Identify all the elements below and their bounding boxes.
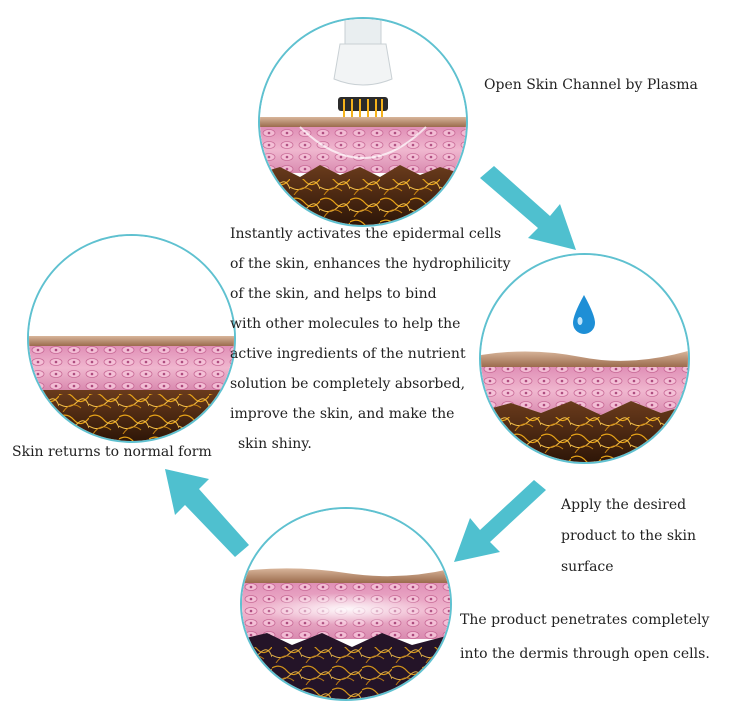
description-line: improve the skin, and make the [230, 406, 455, 422]
step3-line: into the dermis through open cells. [460, 646, 710, 662]
description-line: skin shiny. [238, 436, 312, 452]
step3-line: The product penetrates completely [460, 612, 710, 628]
step4-circle [27, 234, 236, 443]
description-line: with other molecules to help the [230, 316, 461, 332]
step1-label: Open Skin Channel by Plasma [484, 77, 698, 93]
step2-line: Apply the desired [561, 497, 687, 513]
step2-label: Apply the desired product to the skin su… [561, 490, 696, 583]
step3-circle [240, 507, 452, 701]
step4-label: Skin returns to normal form [12, 444, 212, 460]
description-line: active ingredients of the nutrient [230, 346, 466, 362]
description-line: of the skin, and helps to bind [230, 286, 437, 302]
step1-circle [258, 17, 468, 227]
arrow-left-down-icon [454, 480, 546, 562]
plasma-applicator-icon [333, 19, 393, 122]
step3-label: The product penetrates completely into t… [460, 603, 710, 671]
water-droplet-icon [573, 295, 595, 334]
step2-circle [479, 253, 690, 464]
description-line: Instantly activates the epidermal cells [230, 226, 502, 242]
step2-line: product to the skin [561, 528, 697, 544]
center-description: Instantly activates the epidermal cells … [230, 219, 511, 459]
arrow-left-up-icon [165, 469, 249, 557]
description-line: solution be completely absorbed, [230, 376, 466, 392]
arrow-right-down-icon [480, 166, 576, 250]
step2-line: surface [561, 559, 614, 575]
skin-plasma-illustration [260, 19, 466, 225]
description-line: of the skin, enhances the hydrophilicity [230, 256, 511, 272]
